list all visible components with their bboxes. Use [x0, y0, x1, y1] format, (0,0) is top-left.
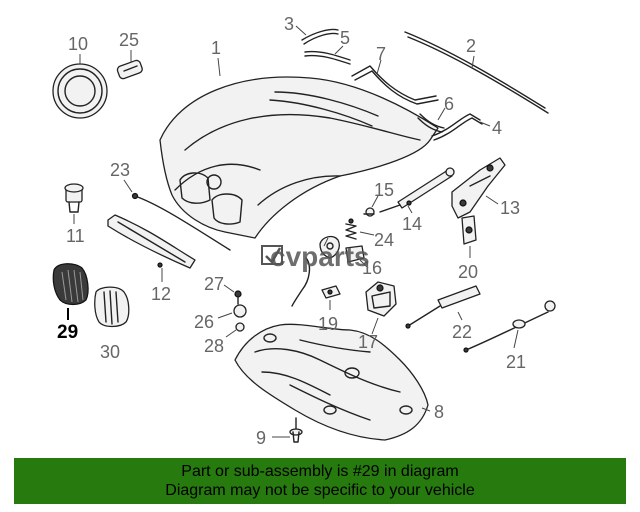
- watermark-logo: cvparts: [261, 241, 370, 272]
- callout-16: 16: [362, 258, 382, 278]
- banner-line-2: Diagram may not be specific to your vehi…: [165, 482, 475, 499]
- callout-12: 12: [151, 284, 171, 304]
- part-21-cable[interactable]: [463, 300, 556, 353]
- callout-5: 5: [340, 28, 350, 48]
- part-20-latch[interactable]: [461, 215, 477, 245]
- part-13-hinge[interactable]: [451, 157, 506, 219]
- callout-8: 8: [434, 402, 444, 422]
- callout-26: 26: [194, 312, 214, 332]
- part-6-seal[interactable]: [417, 113, 445, 133]
- callout-20: 20: [458, 262, 478, 282]
- part-22-release-cable[interactable]: [405, 285, 481, 329]
- part-14-gas-strut[interactable]: [379, 167, 455, 213]
- part-2-molding[interactable]: [404, 31, 549, 114]
- callout-3: 3: [284, 14, 294, 34]
- part-11-grommet[interactable]: [64, 183, 84, 213]
- callout-22: 22: [452, 322, 472, 342]
- callout-24: 24: [374, 230, 394, 250]
- callout-27: 27: [204, 274, 224, 294]
- part-5-seal[interactable]: [304, 50, 351, 65]
- callout-19: 19: [318, 314, 338, 334]
- callout-6: 6: [444, 94, 454, 114]
- callout-10: 10: [68, 34, 88, 54]
- callout-30: 30: [100, 342, 120, 362]
- callout-2: 2: [466, 36, 476, 56]
- part-10-emblem[interactable]: [52, 63, 108, 119]
- part-24-spring[interactable]: [345, 218, 357, 240]
- callout-25: 25: [119, 30, 139, 50]
- banner-line-1: Part or sub-assembly is #29 in diagram: [181, 463, 459, 480]
- part-29-kidney-grille[interactable]: [52, 263, 89, 306]
- part-1-hood[interactable]: [159, 76, 439, 239]
- part-8-hood-insulation[interactable]: [234, 323, 429, 441]
- callout-14: 14: [402, 214, 422, 234]
- part-25-clip[interactable]: [116, 59, 143, 80]
- part-26-washer[interactable]: [233, 304, 247, 318]
- part-28-nut[interactable]: [235, 322, 245, 332]
- callout-23: 23: [110, 160, 130, 180]
- part-4-seal[interactable]: [431, 113, 483, 141]
- callout-7: 7: [376, 44, 386, 64]
- part-27-screw[interactable]: [234, 290, 242, 305]
- callout-21: 21: [506, 352, 526, 372]
- part-23-cable[interactable]: [131, 192, 231, 251]
- part-7-seal[interactable]: [351, 65, 439, 105]
- callout-13: 13: [500, 198, 520, 218]
- part-9-push-clip[interactable]: [289, 417, 303, 443]
- callout-29: 29: [57, 322, 78, 343]
- callout-15: 15: [374, 180, 394, 200]
- part-12-seal-strip[interactable]: [107, 214, 196, 269]
- part-19-catch[interactable]: [321, 285, 341, 299]
- part-18-hood-lock[interactable]: [291, 235, 340, 307]
- callout-4: 4: [492, 118, 502, 138]
- info-banner: Part or sub-assembly is #29 in diagram D…: [14, 458, 626, 504]
- callout-17: 17: [358, 332, 378, 352]
- part-16-bracket[interactable]: [345, 245, 365, 263]
- callout-11: 11: [66, 226, 85, 246]
- watermark-text: cvparts: [270, 241, 370, 272]
- callout-28: 28: [204, 336, 224, 356]
- part-15-ball-stud[interactable]: [363, 207, 375, 217]
- part-3-seal[interactable]: [301, 28, 339, 45]
- callout-1: 1: [211, 38, 221, 58]
- callout-9: 9: [256, 428, 266, 448]
- part-17-lock-assembly[interactable]: [365, 281, 397, 317]
- parts-diagram: 10 25 1 3 5 7: [52, 14, 556, 448]
- part-30-grille-frame[interactable]: [94, 286, 130, 328]
